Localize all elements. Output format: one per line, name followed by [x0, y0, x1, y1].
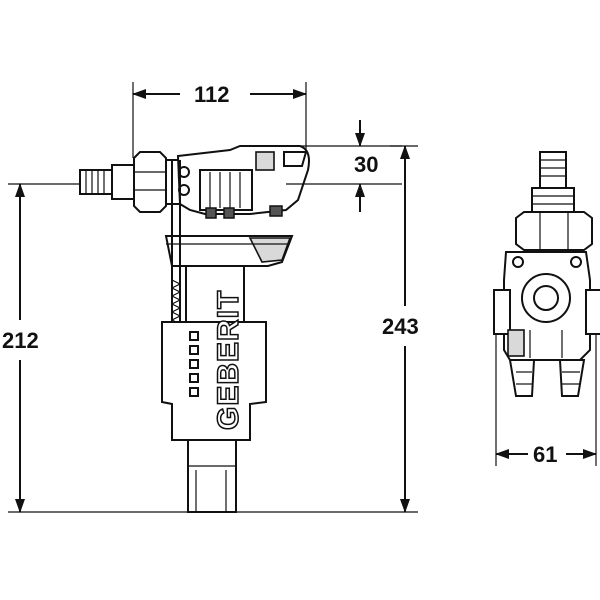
bottom-shank — [187, 439, 237, 513]
side-main-body — [493, 251, 600, 361]
fill-valve-front-view: GEBERIT — [79, 145, 310, 513]
dimension-height-total: 243 — [236, 145, 419, 513]
dimension-label-212: 212 — [2, 328, 39, 353]
dimension-width-top: 112 — [132, 82, 307, 158]
inlet-connector — [79, 151, 181, 213]
dimension-label-243: 243 — [382, 314, 419, 339]
fill-valve-side-view — [493, 151, 600, 397]
dimension-label-61: 61 — [533, 442, 557, 467]
dimension-label-112: 112 — [194, 82, 230, 107]
brand-logo: GEBERIT — [212, 290, 245, 430]
dimension-side-width: 61 — [495, 334, 597, 467]
dimension-height-inlet: 212 — [2, 183, 188, 513]
dimension-float-offset: 30 — [286, 120, 402, 212]
side-bottom-legs — [508, 359, 586, 397]
float-cup — [164, 235, 294, 267]
valve-head — [176, 145, 310, 219]
float-body: GEBERIT — [161, 289, 267, 469]
side-top-connector — [515, 151, 593, 251]
valve-shaft — [185, 265, 245, 323]
dimension-label-30: 30 — [354, 152, 378, 177]
